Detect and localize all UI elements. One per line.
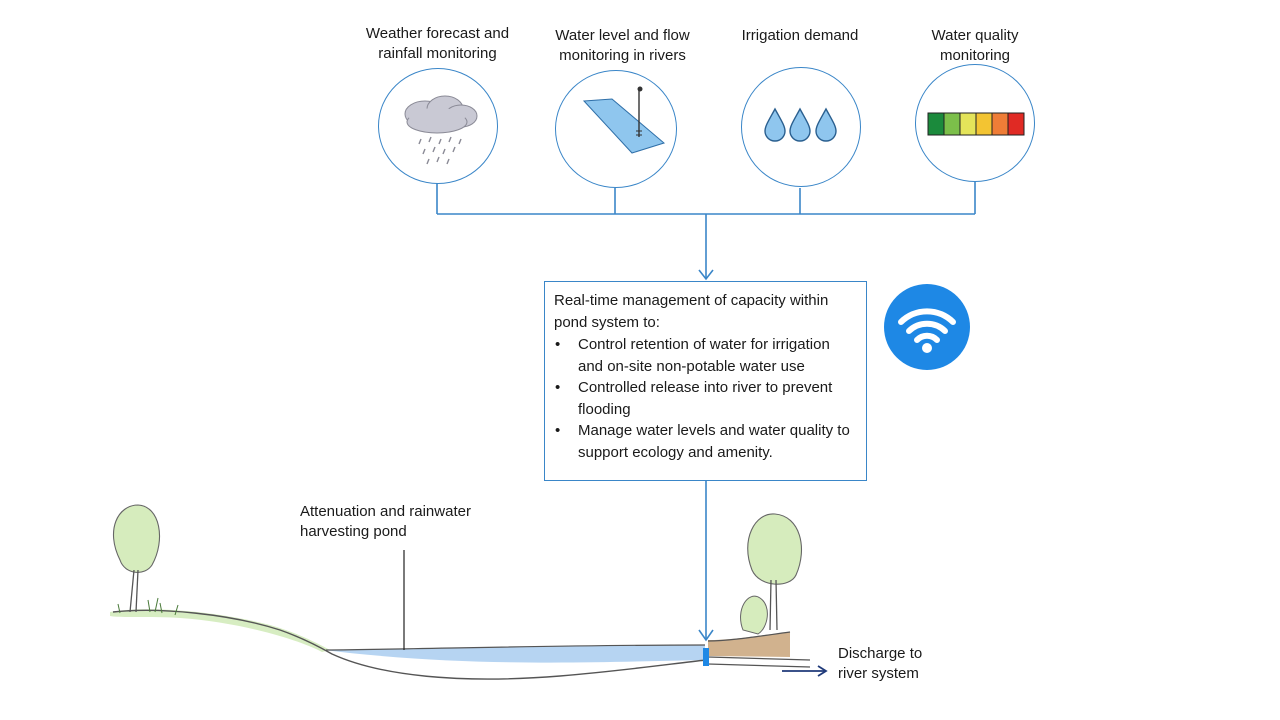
tree-left: [112, 504, 179, 616]
rain-cloud-icon: [404, 95, 478, 165]
river-gauge-icon: [582, 86, 666, 154]
discharge-arrow: [782, 665, 828, 677]
management-bullets: Control retention of water for irrigatio…: [554, 334, 856, 463]
input-label-river: Water level and flow monitoring in river…: [555, 27, 690, 64]
management-box: Real-time management of capacity within …: [544, 281, 867, 481]
quality-scale-icon: [927, 112, 1025, 136]
bullet-release: Controlled release into river to prevent…: [554, 377, 856, 420]
weather-circle: [378, 68, 498, 184]
sluice-gate: [703, 648, 709, 666]
pond-label: Attenuation and rainwater harvesting pon…: [300, 503, 471, 540]
irrigation-circle: [741, 67, 861, 187]
tree-right: [740, 513, 803, 635]
input-label-quality: Water quality monitoring: [931, 27, 1019, 64]
bullet-manage: Manage water levels and water quality to…: [554, 420, 856, 463]
quality-swatch-6: [1007, 112, 1025, 136]
pond-water: [324, 645, 705, 663]
management-intro: Real-time management of capacity within …: [554, 292, 829, 331]
input-label-irrigation: Irrigation demand: [741, 27, 859, 44]
pond-bank: [708, 632, 790, 657]
input-label-weather: Weather forecast and rainfall monitoring: [365, 25, 510, 62]
bullet-retention: Control retention of water for irrigatio…: [554, 334, 856, 377]
ground-line: [112, 609, 707, 680]
water-drops-icon: [764, 107, 837, 142]
discharge-label: Discharge to river system: [838, 645, 923, 682]
river-circle: [555, 70, 677, 188]
quality-circle: [915, 64, 1035, 182]
wifi-icon: [884, 284, 970, 370]
